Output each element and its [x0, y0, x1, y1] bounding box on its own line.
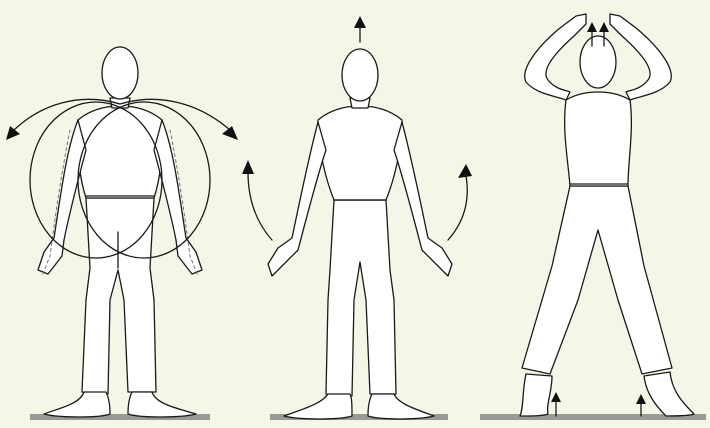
- torso-1: [77, 106, 162, 198]
- head-1: [102, 47, 138, 99]
- head-2: [342, 49, 378, 101]
- left-foot-3: [520, 374, 552, 416]
- torso-2: [318, 106, 402, 200]
- torso-3: [565, 92, 632, 186]
- head-3: [580, 36, 616, 88]
